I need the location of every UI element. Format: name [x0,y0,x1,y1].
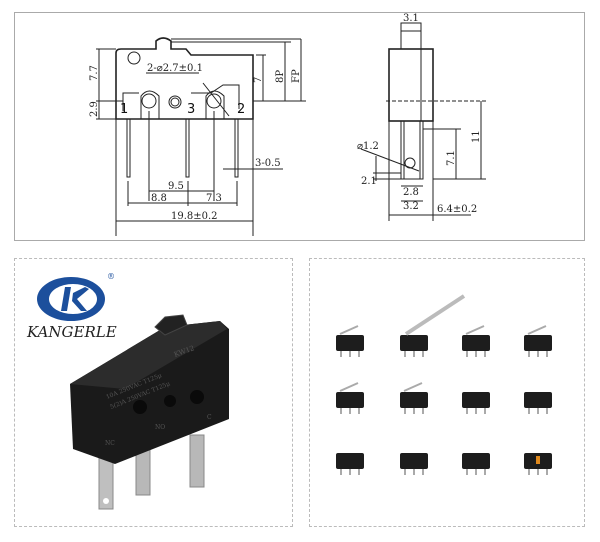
dim-9-5: 9.5 [168,181,184,192]
brand-name: KANGERLE [26,323,117,341]
variants-panel [309,258,585,527]
micro-switch-photo: KW12 10A 250VAC T125μ 5(2)A 250VAC T125μ… [70,314,229,510]
variants-grid [336,294,552,475]
variant-hinge-lever-2 [400,382,428,414]
terminal-label-no: NO [155,424,165,431]
dim-7-7: 7.7 [89,65,100,81]
dim-7: 7 [253,77,264,83]
dim-2-8: 2.8 [403,187,419,198]
dim-hole-diameter: ⌀1.2 [357,141,379,152]
variant-short-roller-lever [336,325,364,357]
dim-2-9: 2.9 [89,101,100,117]
variant-plunger [462,392,490,414]
dim-pin-width: 3-0.5 [255,158,281,169]
variant-orange-plunger [524,453,552,475]
technical-drawing: 7.7 2.9 2-⌀2.7±0.1 1 3 2 7 8P FP 3-0.5 9… [89,13,486,236]
dim-6-4: 6.4±0.2 [437,204,477,215]
technical-drawing-panel: 7.7 2.9 2-⌀2.7±0.1 1 3 2 7 8P FP 3-0.5 9… [14,12,585,241]
product-photo-panel: ® KANGERLE KW12 10A 250VAC T125μ 5(2)A 2… [14,258,293,527]
product-photo: ® KANGERLE KW12 10A 250VAC T125μ 5(2)A 2… [26,272,229,510]
variant-hinge-lever [524,325,552,357]
variant-hinge-lever-3 [524,392,552,414]
dim-7-3: 7.3 [206,193,222,204]
terminal-2-label: 2 [237,102,245,117]
terminal-label-nc: NC [105,440,115,447]
terminal-label-c: C [207,414,212,421]
dim-hole-spec: 2-⌀2.7±0.1 [147,63,203,74]
dim-11: 11 [471,130,482,143]
dim-7-1: 7.1 [446,150,457,166]
terminal-3-label: 3 [187,102,195,117]
brand-logo: ® KANGERLE [26,272,117,341]
dim-8p: 8P [275,70,286,83]
registered-mark: ® [107,272,115,281]
dim-fp: FP [291,69,302,83]
dim-2-1: 2.1 [361,176,377,187]
dim-total-width: 19.8±0.2 [171,211,218,222]
dim-3-1: 3.1 [403,13,419,24]
variant-roller-lever [462,325,490,357]
variant-side-pin [400,453,428,475]
variant-compact [462,453,490,475]
variant-short-lever [336,382,364,414]
dim-8-8: 8.8 [151,193,167,204]
variant-plain-plunger [336,453,364,475]
terminal-1-label: 1 [120,102,128,117]
variant-long-lever [400,294,466,357]
dim-3-2: 3.2 [403,201,419,212]
